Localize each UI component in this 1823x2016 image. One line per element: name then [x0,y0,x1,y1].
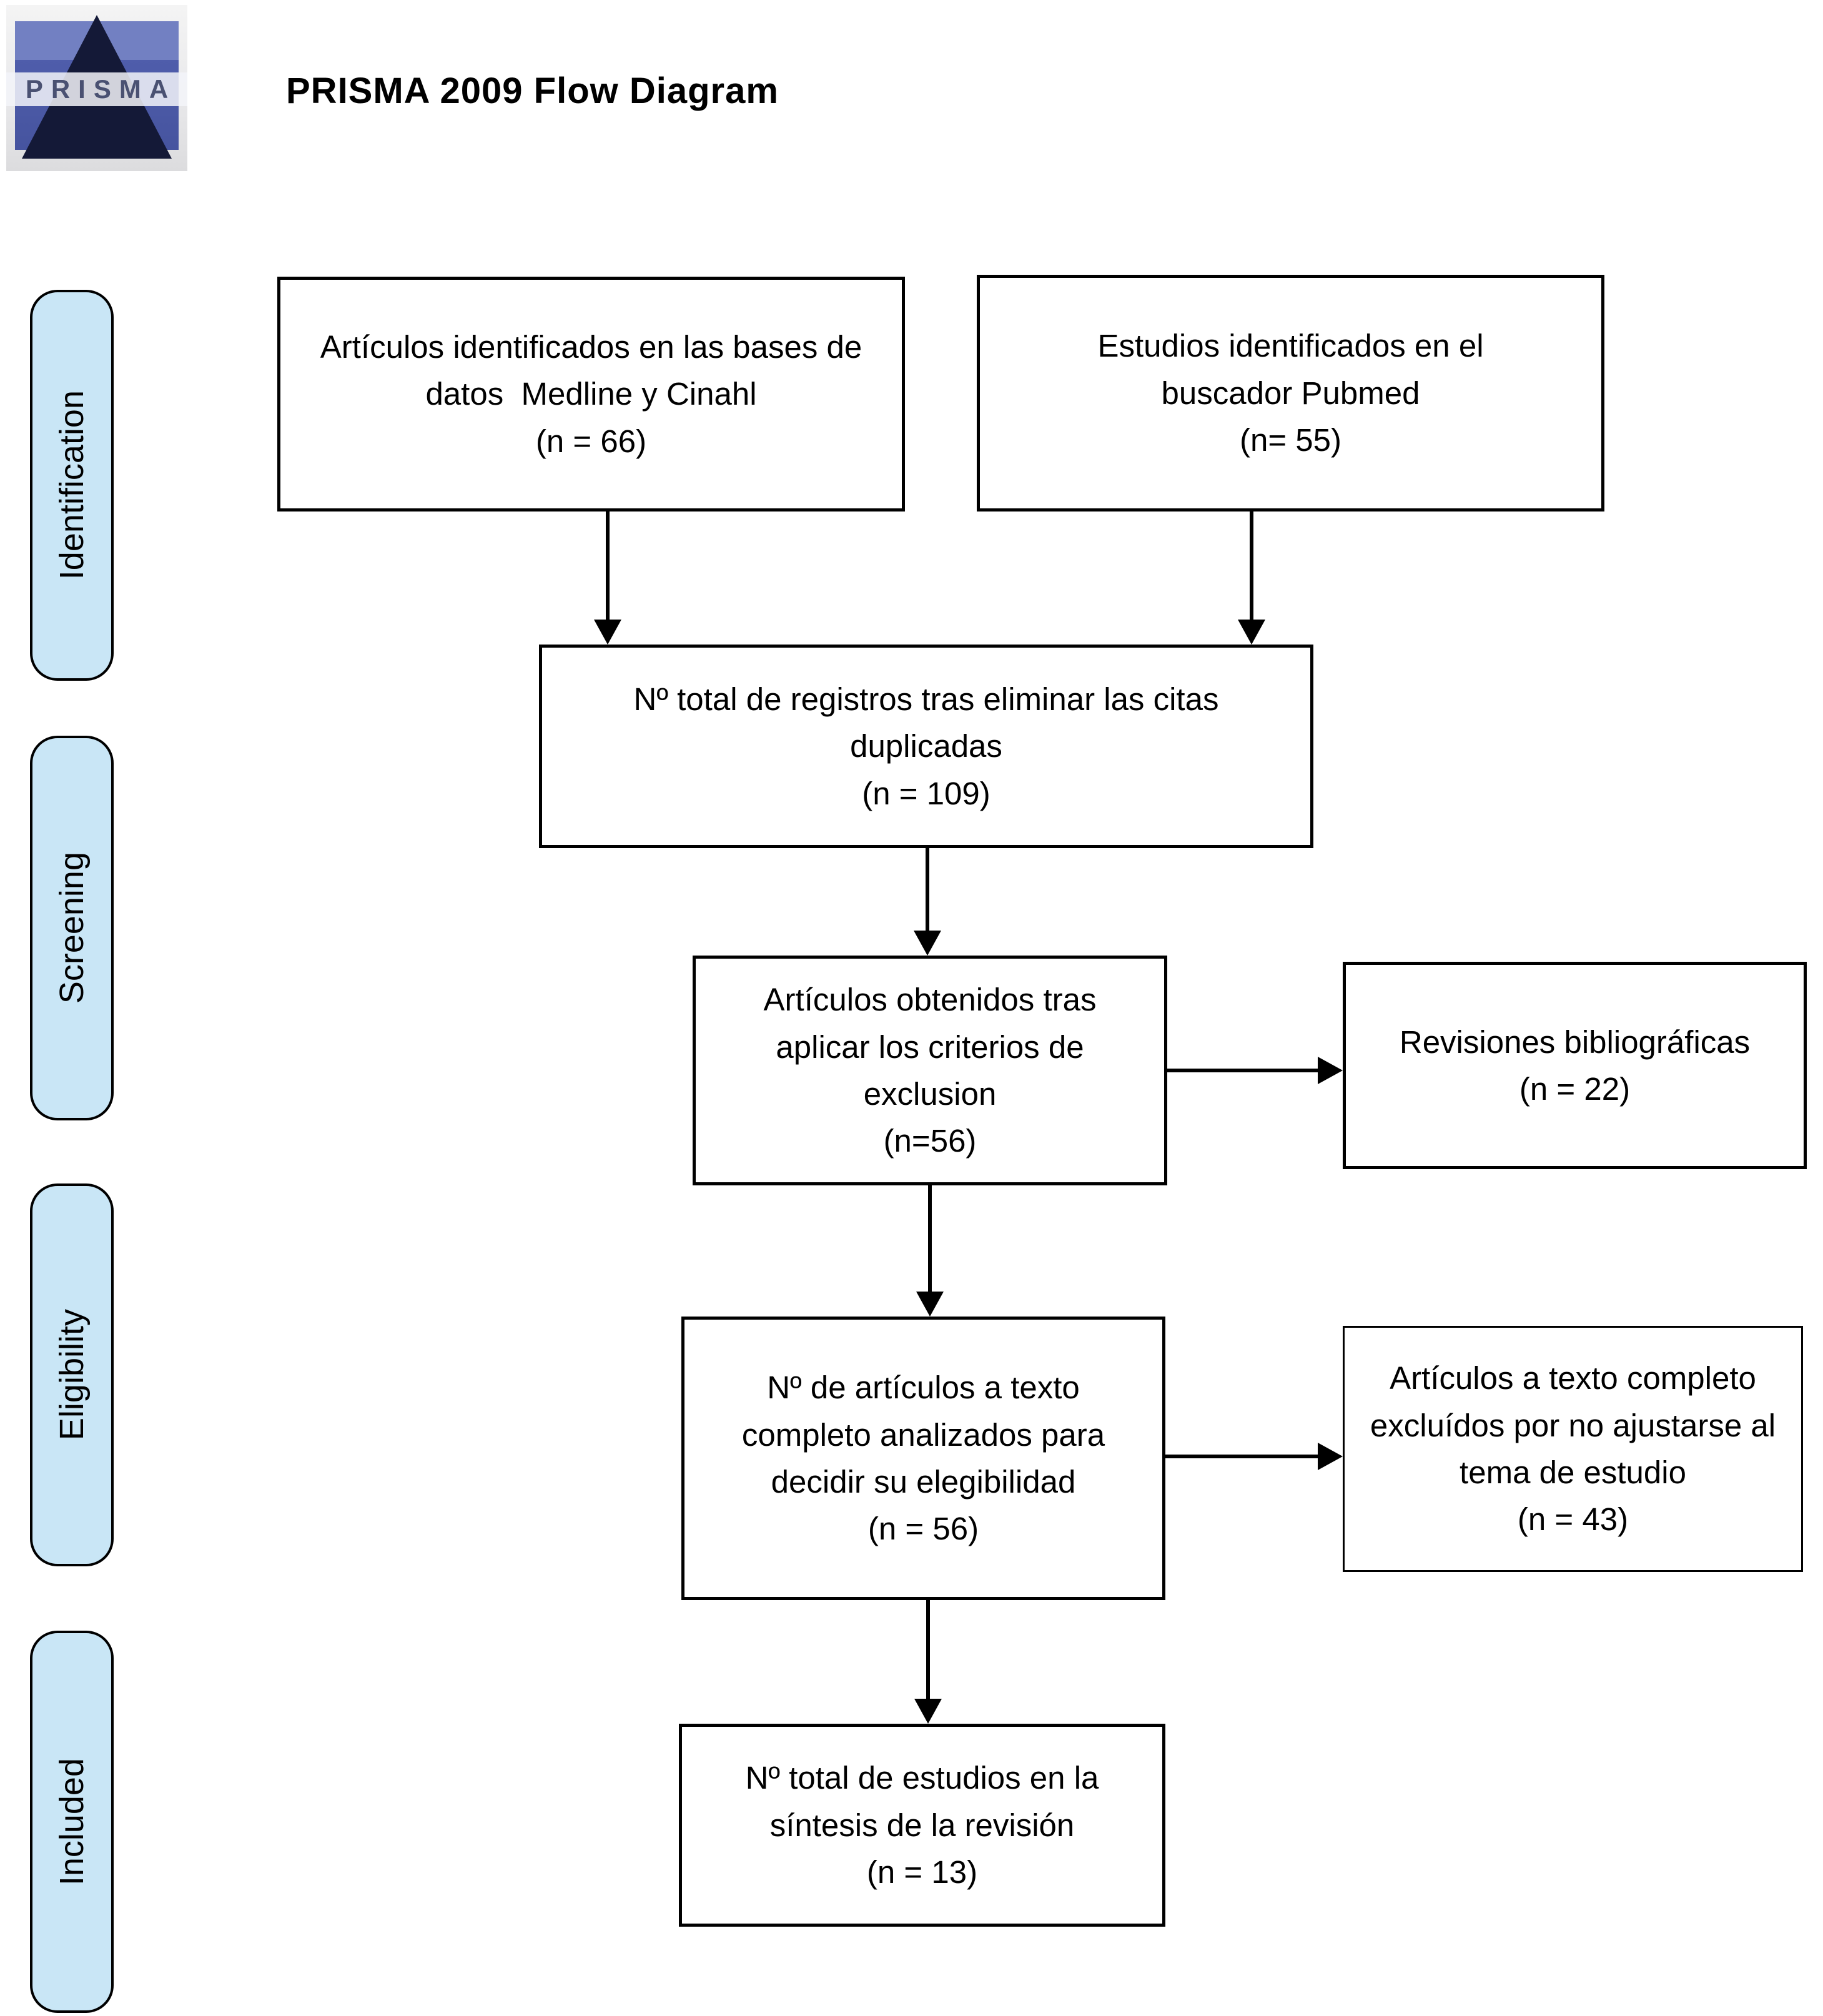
arrow-exclusion-to-fulltext [916,1185,944,1317]
flow-box-bibliographic-reviews: Revisiones bibliográficas (n = 22) [1343,962,1807,1169]
arrow-deduplicated-to-exclusion [914,848,941,956]
stage-label-text: Eligibility [53,1309,91,1441]
flow-box-fulltext-excluded: Artículos a texto completo excluídos por… [1343,1326,1803,1572]
flow-box-deduplicated-records: Nº total de registros tras eliminar las … [539,645,1313,848]
flow-box-count: (n = 56) [867,1511,979,1547]
flow-box-identified-pubmed: Estudios identificados en el buscador Pu… [977,275,1604,511]
page-title: PRISMA 2009 Flow Diagram [286,71,779,111]
flow-box-count: (n = 43) [1517,1501,1629,1538]
flow-box-included-synthesis: Nº total de estudios en la síntesis de l… [679,1724,1165,1927]
stage-label-screening: Screening [30,736,114,1120]
prisma-logo-text: PRISMA [25,74,177,104]
flow-box-text: Revisiones bibliográficas [1399,1024,1751,1060]
stage-label-text: Identification [53,390,91,580]
flow-box-text: Artículos identificados en las bases de … [320,329,871,412]
flow-box-text: Artículos a texto completo excluídos por… [1370,1360,1785,1490]
arrow-fulltext-to-included [914,1600,942,1724]
stage-label-text: Screening [53,852,91,1004]
flow-box-identified-databases: Artículos identificados en las bases de … [277,277,905,511]
stage-label-text: Included [53,1757,91,1886]
arrow-fulltext-to-excluded [1165,1443,1343,1470]
flow-box-count: (n = 13) [866,1854,978,1890]
arrow-db-to-deduplicated [594,511,621,645]
flow-box-text: Nº total de estudios en la síntesis de l… [745,1760,1108,1843]
flow-box-count: (n = 109) [862,775,991,811]
stage-label-eligibility: Eligibility [30,1183,114,1566]
stage-label-included: Included [30,1631,114,2013]
prisma-logo-band: PRISMA [6,72,187,106]
flow-box-count: (n=56) [883,1123,977,1159]
flow-box-text: Estudios identificados en el buscador Pu… [1097,328,1493,411]
flow-box-text: Nº total de registros tras eliminar las … [633,681,1228,764]
arrow-exclusion-to-reviews [1167,1057,1343,1084]
stage-label-identification: Identification [30,290,114,681]
flow-box-count: (n = 22) [1519,1071,1631,1107]
flow-box-text: Artículos obtenidos tras aplicar los cri… [763,982,1105,1112]
flow-box-after-exclusion-criteria: Artículos obtenidos tras aplicar los cri… [693,956,1167,1185]
flow-box-fulltext-assessed: Nº de artículos a texto completo analiza… [681,1317,1165,1600]
flow-box-count: (n= 55) [1239,422,1341,458]
flow-box-text: Nº de artículos a texto completo analiza… [741,1370,1114,1500]
arrow-pubmed-to-deduplicated [1238,511,1265,645]
flow-box-count: (n = 66) [535,423,647,459]
prisma-logo: PRISMA [6,5,187,171]
